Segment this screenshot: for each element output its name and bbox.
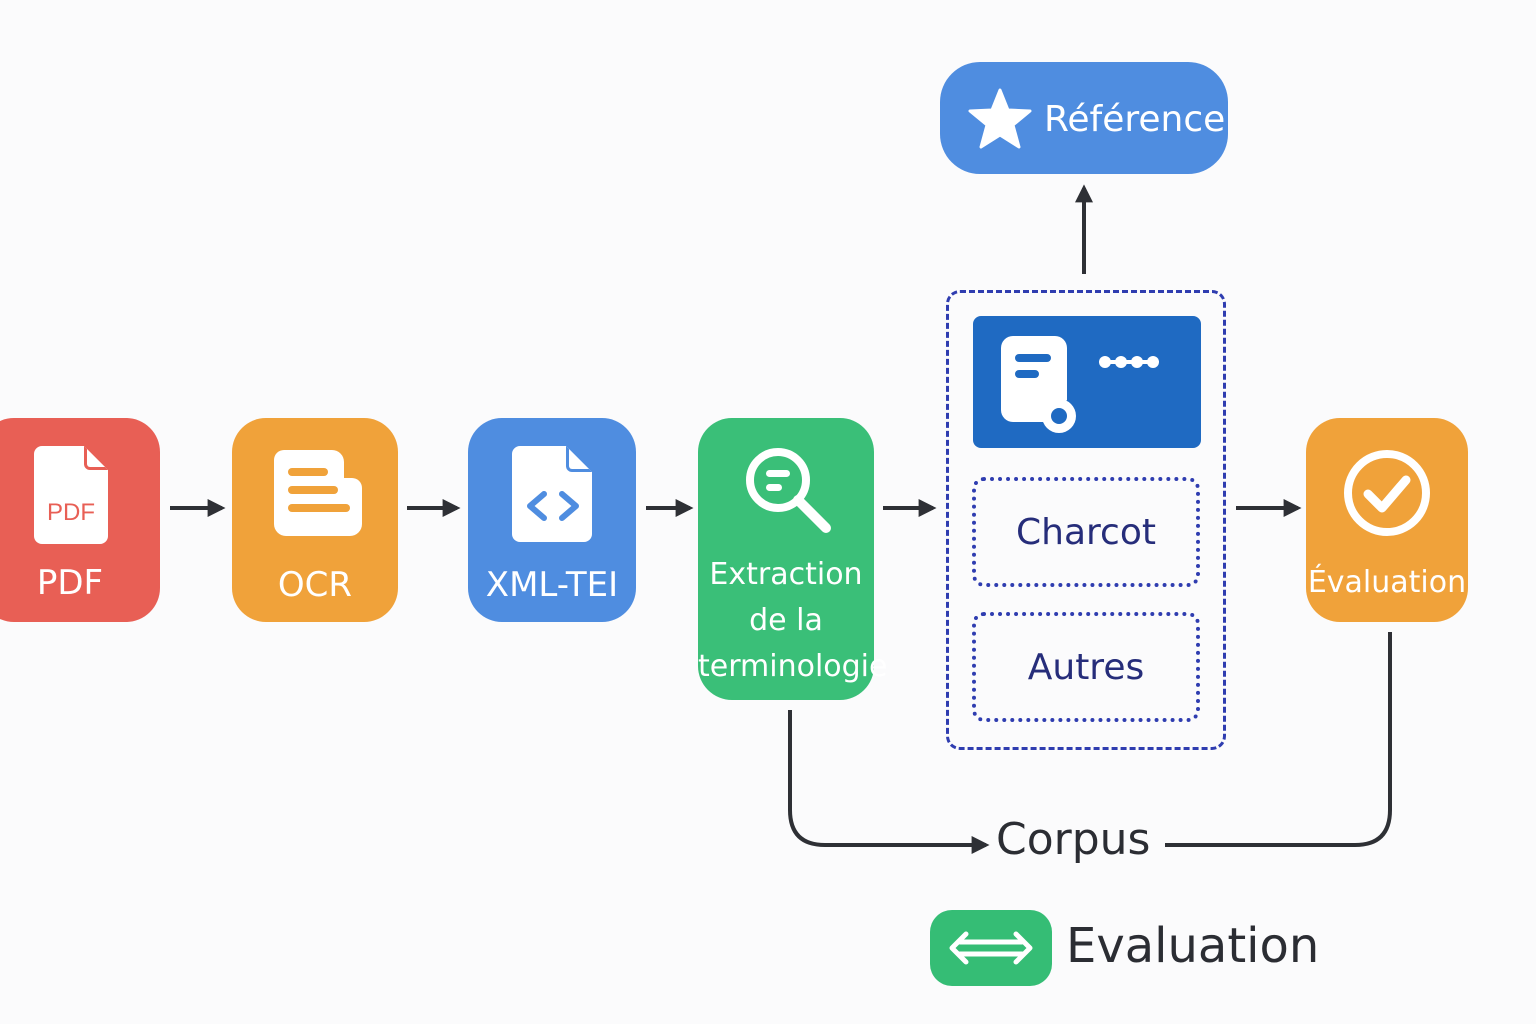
tool-autres: Autres xyxy=(972,612,1200,722)
dots-icon xyxy=(1099,356,1159,368)
reference-label: Référence xyxy=(1044,99,1226,140)
line-evaluation-corpus xyxy=(1165,632,1392,847)
document-certificate-icon xyxy=(1001,336,1076,433)
pdf-label: PDF xyxy=(36,563,104,603)
star-icon xyxy=(968,88,1032,149)
pdf-file-icon: PDF xyxy=(34,446,108,544)
double-arrow-icon xyxy=(949,931,1033,965)
xml-tei-node: XML-TEI xyxy=(468,418,636,622)
tool-charcot: Charcot xyxy=(972,477,1200,587)
ocr-text-icon xyxy=(274,450,362,536)
check-circle-icon xyxy=(1344,450,1430,536)
extraction-label-line-2: de la xyxy=(749,603,823,638)
tools-group xyxy=(946,290,1226,750)
legend-badge xyxy=(930,910,1052,986)
ocr-node: OCR xyxy=(232,418,398,622)
extraction-label-line-3: terminologie xyxy=(698,649,888,684)
pdf-node: PDF PDF xyxy=(0,418,160,622)
extraction-node: Extraction de la terminologie xyxy=(698,418,888,700)
reference-node: Référence xyxy=(940,62,1228,174)
pdf-icon-text: PDF xyxy=(47,499,95,526)
extraction-label-line-1: Extraction xyxy=(709,557,863,592)
xml-tei-label: XML-TEI xyxy=(485,565,619,605)
search-icon xyxy=(746,448,831,533)
arrow-extraction-corpus xyxy=(788,710,990,854)
corpus-label: Corpus xyxy=(996,814,1151,865)
legend-label: Evaluation xyxy=(1066,918,1320,974)
evaluation-label: Évaluation xyxy=(1307,565,1467,600)
extraction-label: Extraction de la terminologie xyxy=(698,552,888,690)
tool-card xyxy=(973,316,1201,448)
ocr-label: OCR xyxy=(277,565,353,605)
evaluation-node: Évaluation xyxy=(1306,418,1468,622)
code-file-icon xyxy=(512,446,592,542)
